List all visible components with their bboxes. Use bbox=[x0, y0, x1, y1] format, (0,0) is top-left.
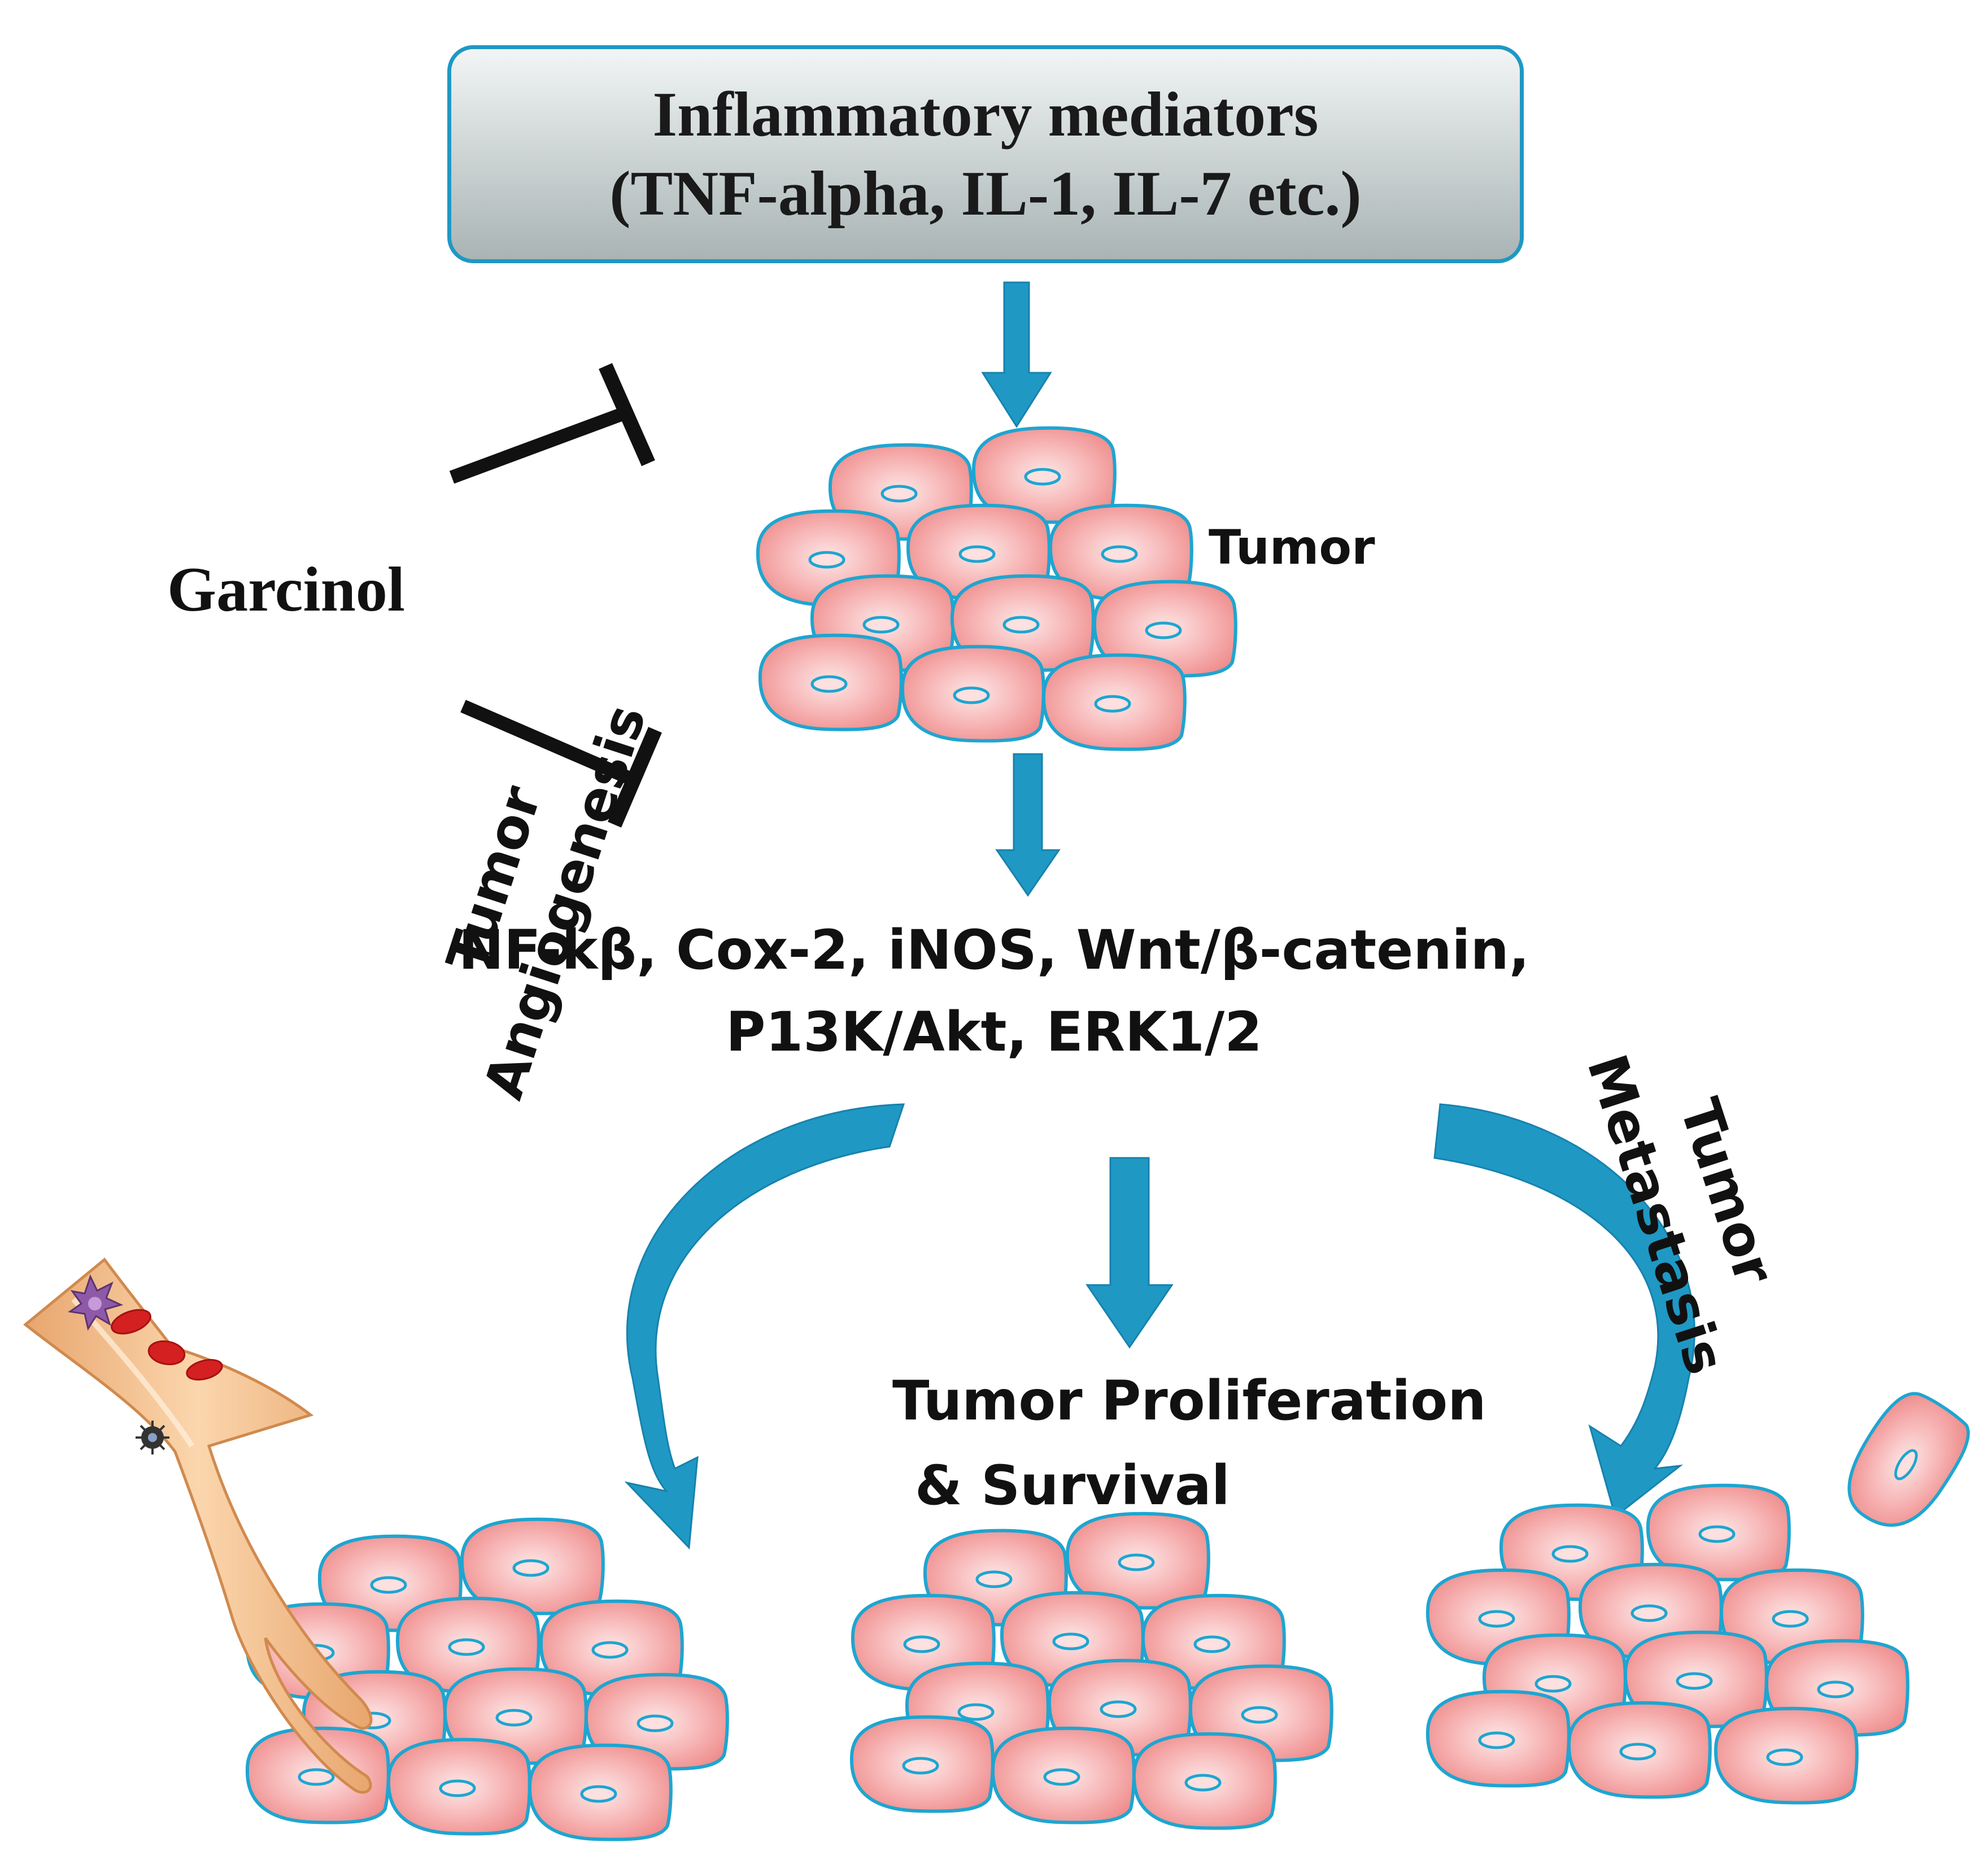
red-blood-cell-icon bbox=[111, 1309, 223, 1381]
flow-arrow-tumor-to-pathways bbox=[995, 753, 1061, 897]
white-blood-cell-icon bbox=[68, 1274, 124, 1331]
proliferation-label: Tumor Proliferation & Survival bbox=[892, 1358, 1486, 1528]
mediators-title: Inflammatory mediators bbox=[652, 80, 1319, 150]
detaching-tumor-cell bbox=[1832, 1382, 1979, 1543]
flow-arrow-mediators-to-tumor bbox=[981, 281, 1052, 428]
blood-vessel-icon bbox=[23, 1257, 373, 1794]
t-bar-inhibition-icon bbox=[460, 699, 662, 828]
tumor-cell-cluster-metastasis bbox=[1428, 1382, 1979, 1803]
pathways-line-1: NF-kβ, Cox-2, iNOS, Wnt/β-catenin, bbox=[458, 918, 1530, 982]
proliferation-line-2: & Survival bbox=[915, 1454, 1230, 1517]
t-bar-inhibition-icon bbox=[449, 363, 655, 484]
curved-arrow-to-metastasis bbox=[1433, 1103, 1695, 1518]
flow-arrow-to-proliferation bbox=[1085, 1157, 1174, 1349]
tumor-cell-cluster-top bbox=[758, 428, 1236, 750]
platelet-icon bbox=[136, 1421, 169, 1454]
proliferation-line-1: Tumor Proliferation bbox=[892, 1369, 1486, 1432]
mediators-examples: (TNF-alpha, IL-1, IL-7 etc.) bbox=[609, 159, 1362, 229]
curved-arrow-to-angiogenesis bbox=[624, 1103, 905, 1550]
tumor-cell-cluster-proliferation bbox=[852, 1514, 1332, 1828]
tumor-label: Tumor bbox=[1209, 520, 1375, 575]
pathways-line-2: P13K/Akt, ERK1/2 bbox=[726, 1000, 1262, 1064]
garcinol-label: Garcinol bbox=[167, 555, 406, 625]
signaling-pathways-label: NF-kβ, Cox-2, iNOS, Wnt/β-catenin, P13K/… bbox=[0, 909, 1988, 1073]
inflammatory-mediators-box: Inflammatory mediators (TNF-alpha, IL-1,… bbox=[447, 45, 1524, 263]
